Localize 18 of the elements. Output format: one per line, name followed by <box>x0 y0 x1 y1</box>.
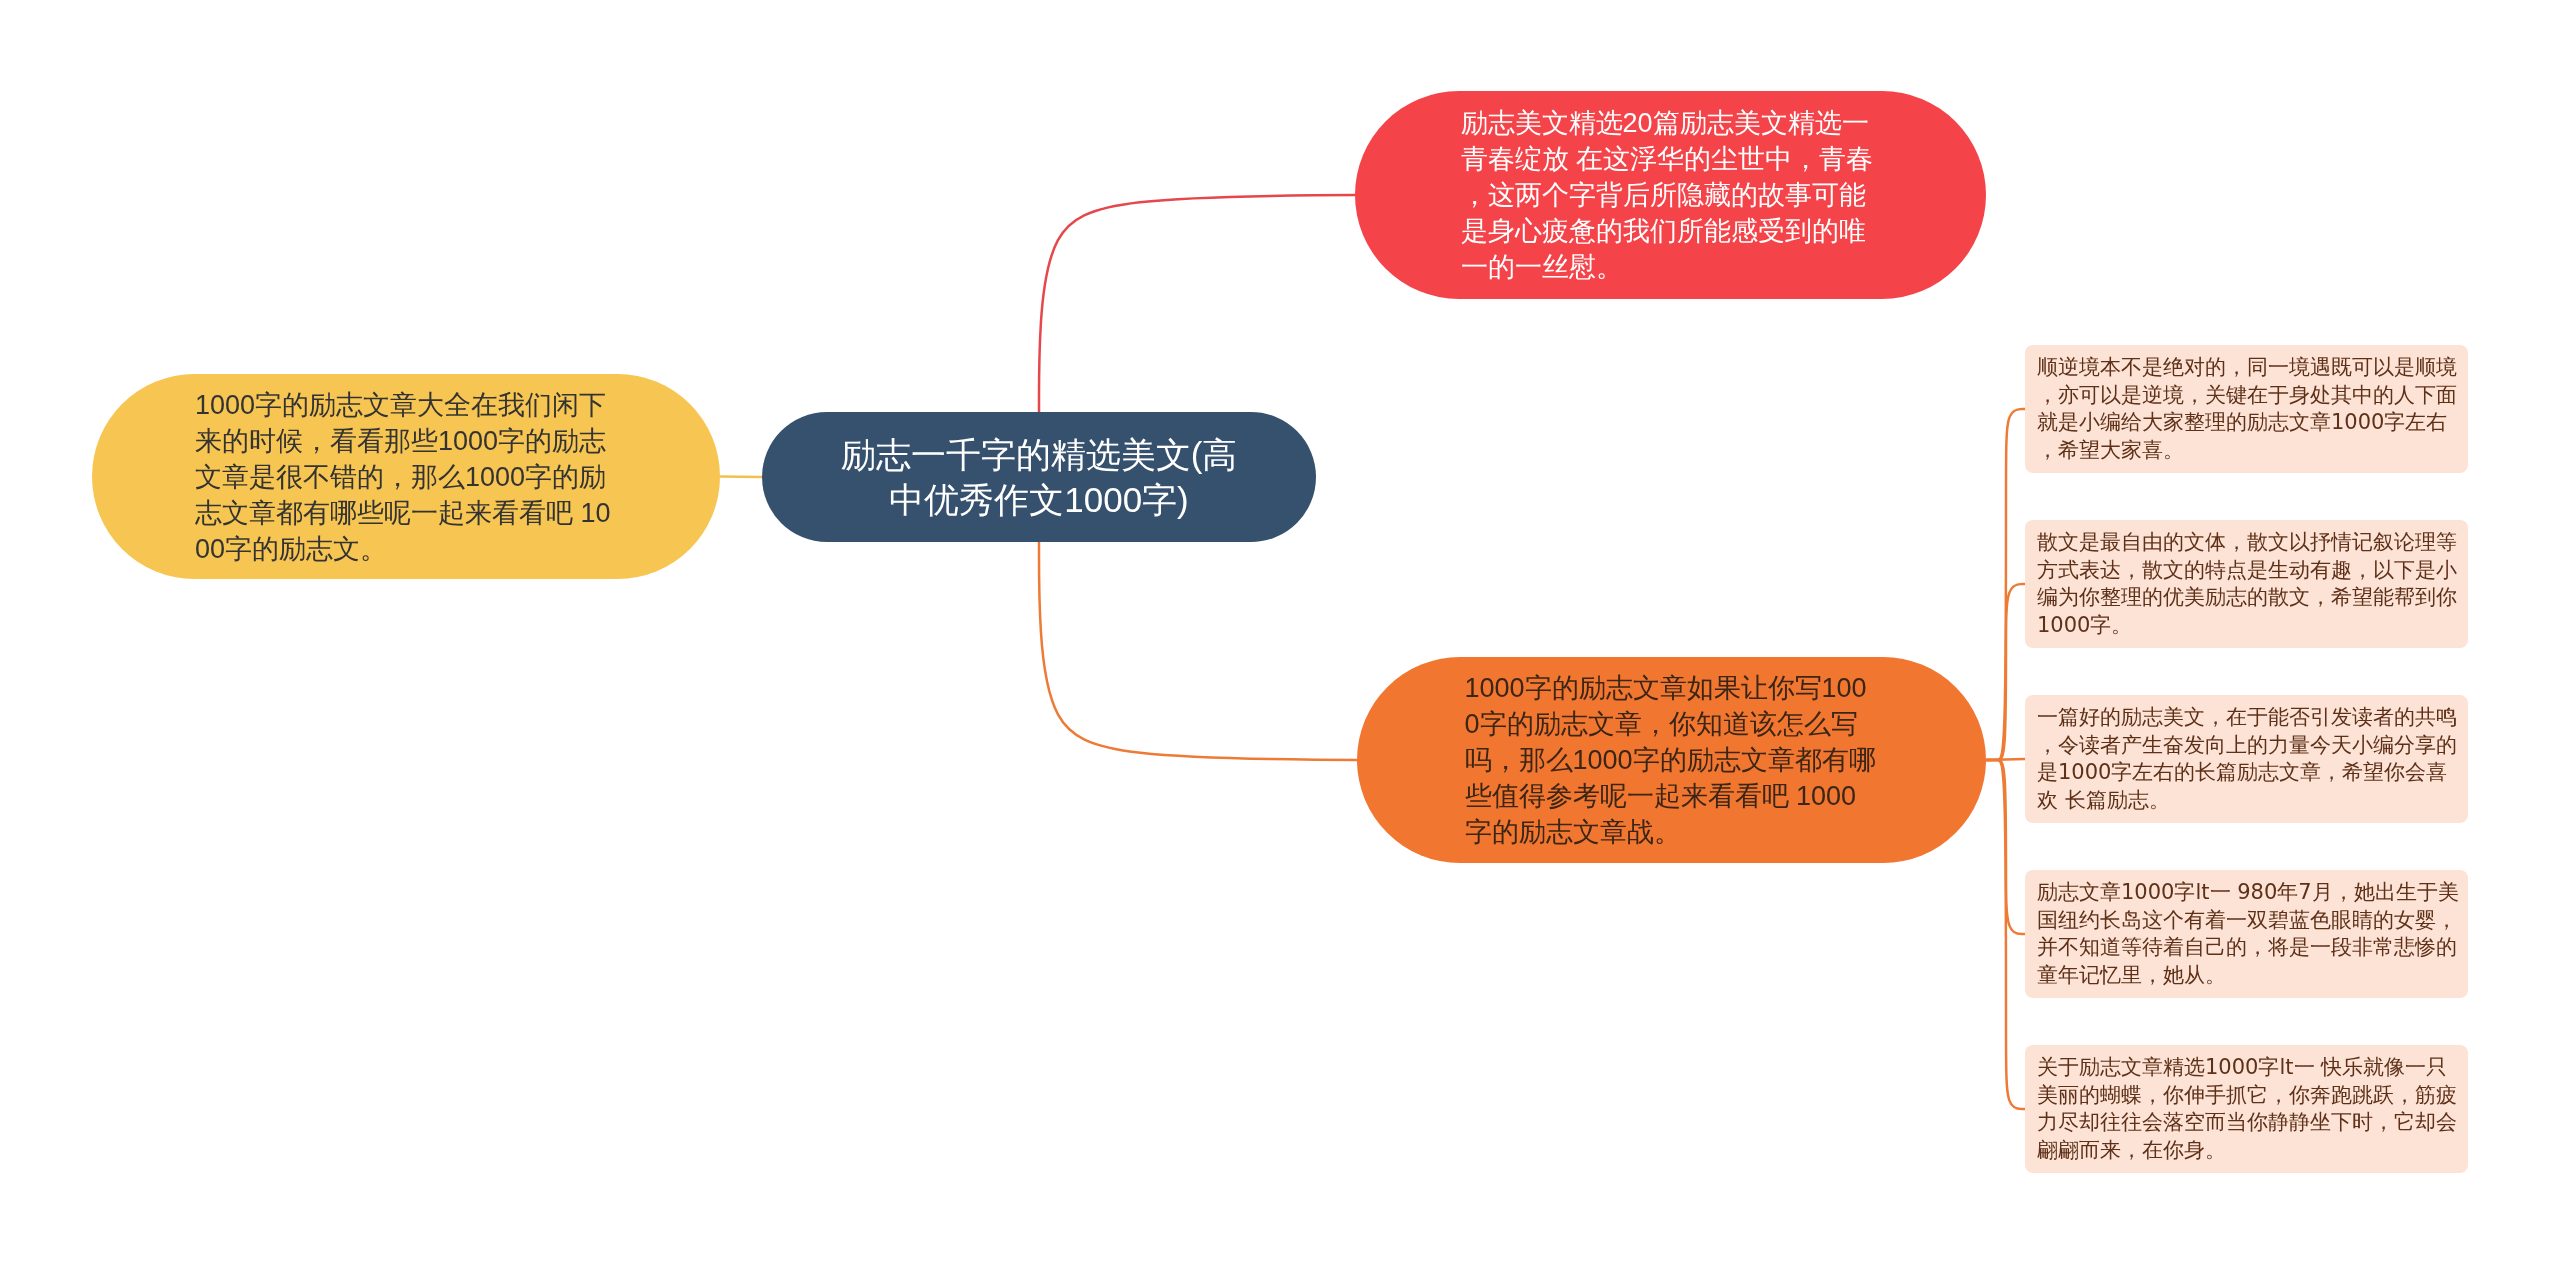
connector-line <box>720 475 762 479</box>
topic-text: 1000字的励志文章如果让你写1000字的励志文章，你知道该怎么写吗，那么1000字的励志文章都有哪些值得参考呢一起来看看吧 1000字的励志文章战。 <box>1464 672 1877 849</box>
topic-text: 散文是最自由的文体，散文以抒情记叙论理等方式表达，散文的特点是生动有趣，以下是小编为你整理的优美励志的散文，希望能帮到你 1000字。 <box>2037 529 2458 639</box>
connector-line <box>1037 542 1357 762</box>
subtopic-card <box>2025 1045 2468 1173</box>
topic-text: 励志美文精选20篇励志美文精选一青春绽放 在这浮华的尘世中，青春，这两个字背后所隐藏的故事可能是身心疲惫的我们所能感受到的唯一的一丝慰。 <box>1460 107 1874 284</box>
topic-text: 一篇好的励志美文，在于能否引发读者的共鸣，令读者产生奋发向上的力量今天小编分享的是1000字左右的长篇励志文章，希望你会喜欢 长篇励志。 <box>2037 704 2458 814</box>
subtopic-card <box>2025 520 2468 648</box>
connector-line <box>1986 758 2025 1111</box>
subtopic-card <box>2025 870 2468 998</box>
connector-line <box>1037 193 1355 412</box>
subtopic-card <box>2025 345 2468 473</box>
topic-text: 1000字的励志文章大全在我们闲下来的时候，看看那些1000字的励志文章是很不错的，那么1000字的励志文章都有哪些呢一起来看看吧 1000字的励志文。 <box>195 388 612 566</box>
topic-text: 励志文章1000字lt一 980年7月，她出生于美国纽约长岛这个有着一双碧蓝色眼睛的女婴，并不知道等待着自己的，将是一段非常悲惨的童年记忆里，她从。 <box>2037 879 2460 989</box>
topic-text: 励志一千字的精选美文(高中优秀作文1000字) <box>839 434 1239 521</box>
subtopic-card <box>2025 695 2468 823</box>
topic-text: 顺逆境本不是绝对的，同一境遇既可以是顺境，亦可以是逆境，关键在于身处其中的人下面就是小编给大家整理的励志文章1000字左右，希望大家喜。 <box>2037 354 2458 464</box>
topic-text: 关于励志文章精选1000字lt一 快乐就像一只美丽的蝴蝶，你伸手抓它，你奔跑跳跃，筋疲力尽却往往会落空而当你静静坐下时，它却会翩翩而来，在你身。 <box>2037 1054 2458 1164</box>
